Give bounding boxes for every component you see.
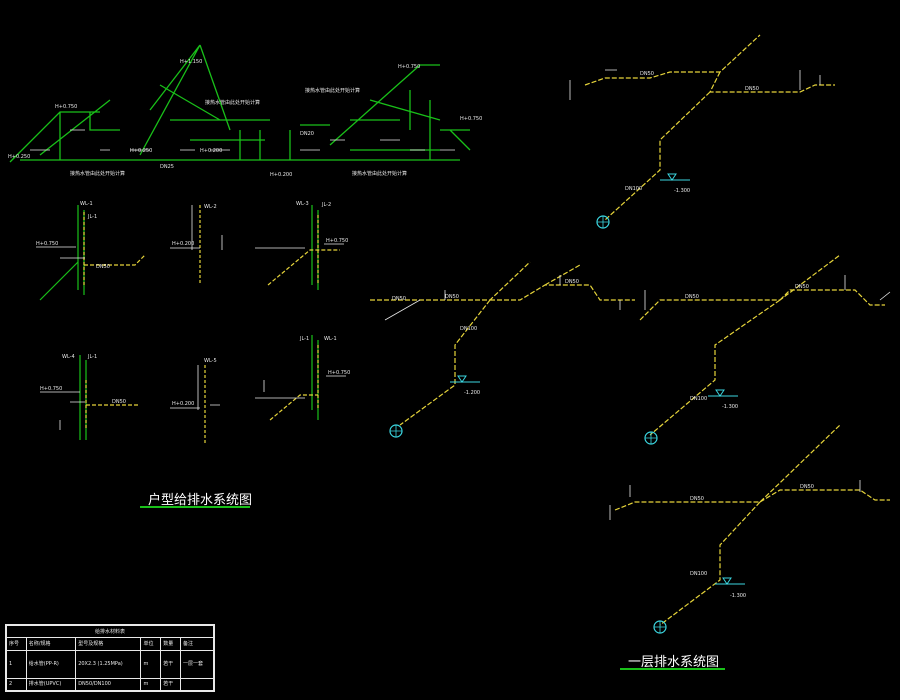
note-label: 接热水管由此处开始计算 [205, 99, 260, 106]
table-row: 1 给水管(PP-R) 20X2.3 (1.25MPa) m 若干 一层一套 [6, 649, 214, 679]
riser-label: WL-1 [324, 336, 337, 342]
drainage-diagram-d: -1.300 DN50 DN50 DN100 [609, 424, 890, 634]
table-cell: 给水管(PP-R) [25, 649, 77, 679]
note-label: 接热水管由此处开始计算 [305, 87, 360, 94]
riser-label: JL-1 [87, 354, 97, 360]
pipe-size-label: DN20 [300, 131, 314, 137]
table-header: 备注 [180, 637, 214, 651]
elevation-label: H+0.250 [130, 148, 152, 154]
elevation-label: -1.300 [730, 593, 746, 599]
elevation-label: H+0.200 [270, 172, 292, 178]
pipe-size-label: DN50 [640, 71, 654, 77]
elevation-label: H+0.750 [36, 241, 58, 247]
riser-label: WL-2 [204, 204, 217, 210]
elevation-label: H+0.250 [8, 154, 30, 160]
title-underline [140, 506, 250, 508]
elevation-label: H+0.200 [200, 148, 222, 154]
elevation-label: H+0.750 [40, 386, 62, 392]
pipe-size-label: DN50 [690, 496, 704, 502]
table-cell: 20X2.3 (1.25MPa) [75, 649, 142, 679]
table-cell [180, 677, 214, 692]
pipe-size-label: DN50 [745, 86, 759, 92]
ground-level-icon [660, 173, 690, 181]
elevation-label: H+1.150 [180, 59, 202, 65]
pipe-size-label: DN50 [96, 264, 110, 270]
drainage-diagram-a: -1.200 DN50 DN50 DN50 DN100 [370, 261, 635, 438]
material-table: 给排水材料表 序号 名称/规格 型号及规格 单位 数量 备注 1 给水管(PP-… [5, 624, 215, 692]
title-underline [620, 668, 725, 670]
ground-level-icon [715, 577, 745, 585]
riser-label: JL-1 [299, 336, 309, 342]
note-label: 接热水管由此处开始计算 [70, 170, 125, 177]
table-cell: 1 [6, 649, 27, 679]
riser-label: WL-3 [296, 201, 309, 207]
pipe-size-label: DN50 [800, 484, 814, 490]
ground-floor-title: 一层排水系统图 [628, 655, 720, 670]
table-title: 给排水材料表 [6, 624, 214, 639]
unit-supply-isometric: 接热水管由此处开始计算 接热水管由此处开始计算 接热水管由此处开始计算 接热水管… [8, 44, 482, 178]
unit-system-title: 户型给排水系统图 [148, 493, 253, 508]
pipe-size-label: DN50 [565, 279, 579, 285]
table-cell: 一层一套 [180, 649, 214, 679]
table-cell: m [140, 649, 162, 679]
pipe-size-label: DN50 [795, 284, 809, 290]
elevation-label: H+0.200 [172, 401, 194, 407]
table-header-row: 序号 名称/规格 型号及规格 单位 数量 备注 [6, 637, 214, 651]
table-row: 2 排水管(UPVC) DN50/DN100 m 若干 [6, 677, 214, 692]
riser-label: JL-2 [321, 202, 331, 208]
table-header: 型号及规格 [75, 637, 142, 651]
elevation-label: -1.300 [722, 404, 738, 410]
riser-label: WL-1 [80, 201, 93, 207]
elevation-label: H+0.750 [55, 104, 77, 110]
pipe-size-label: DN100 [625, 186, 642, 192]
elevation-label: H+0.750 [328, 370, 350, 376]
elevation-label: -1.300 [674, 188, 690, 194]
table-cell: 排水管(UPVC) [25, 677, 77, 692]
table-cell: 若干 [160, 649, 182, 679]
table-header: 数量 [160, 637, 182, 651]
table-cell: 2 [6, 677, 27, 692]
table-cell: 若干 [160, 677, 182, 692]
note-label: 接热水管由此处开始计算 [352, 170, 407, 177]
pipe-size-label: DN50 [685, 294, 699, 300]
drainage-diagram-b: -1.300 DN50 DN50 DN100 [569, 34, 835, 229]
elevation-label: H+0.750 [460, 116, 482, 122]
table-header: 单位 [140, 637, 162, 651]
pipe-size-label: DN100 [690, 571, 707, 577]
table-cell: m [140, 677, 162, 692]
table-header: 序号 [6, 637, 27, 651]
pipe-size-label: DN50 [392, 296, 406, 302]
pipe-size-label: DN100 [690, 396, 707, 402]
riser-label: JL-1 [87, 214, 97, 220]
table-cell: DN50/DN100 [75, 677, 142, 692]
ground-level-icon [708, 389, 738, 397]
pipe-size-label: DN50 [112, 399, 126, 405]
pipe-size-label: DN50 [445, 294, 459, 300]
pipe-size-label: DN100 [460, 326, 477, 332]
riser-label: WL-4 [62, 354, 75, 360]
riser-label: WL-5 [204, 358, 217, 364]
riser-details: WL-1 JL-1 H+0.750 DN50 WL-2 H+0.200 WL-3… [36, 201, 350, 445]
elevation-label: H+0.750 [398, 64, 420, 70]
elevation-label: H+0.200 [172, 241, 194, 247]
elevation-label: -1.200 [464, 390, 480, 396]
pipe-size-label: DN25 [160, 164, 174, 170]
drainage-diagram-c: -1.300 DN50 DN50 DN100 [639, 254, 891, 445]
table-header: 名称/规格 [25, 637, 77, 651]
elevation-label: H+0.750 [326, 238, 348, 244]
ground-level-icon [450, 375, 480, 383]
